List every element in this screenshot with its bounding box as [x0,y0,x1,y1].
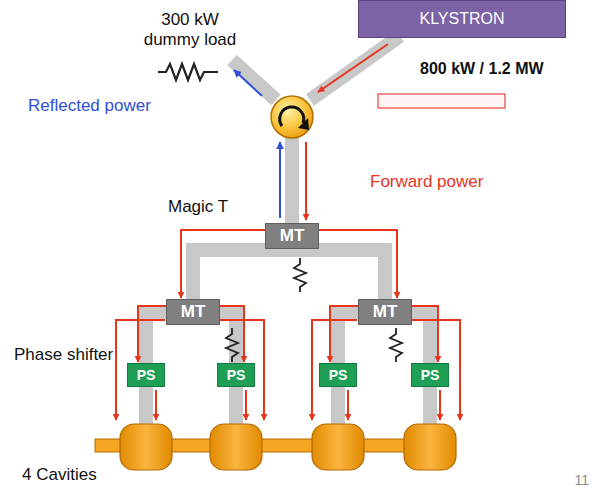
cavity [120,424,456,470]
phase-shifter-box: PS [127,363,165,387]
magic-t-box: MT [166,299,220,325]
forward-arrow [330,306,358,362]
cavities-label: 4 Cavities [22,465,132,485]
box-text: MT [280,226,305,246]
forward-arrow [138,306,166,362]
phase-shifter-box: PS [217,363,255,387]
magic-t-label: Magic T [168,197,258,217]
power-rating: 800 kW / 1.2 MW [420,60,590,78]
klystron-box: KLYSTRON [358,0,566,38]
forward-arrow [220,306,244,362]
box-text: MT [181,302,206,322]
box-text: PS [421,367,440,383]
forward-arrow [181,230,265,298]
circulator [271,96,313,138]
phase-shifter-box: PS [411,363,449,387]
magic-t-box: MT [265,223,319,249]
resistor-symbol [158,64,218,80]
forward-arrow [116,44,460,420]
box-text: PS [227,367,246,383]
reflected-power-label: Reflected power [28,96,188,116]
forward-arrow [319,230,397,298]
phase-shifter-label: Phase shifter [14,345,134,365]
forward-power-label: Forward power [370,172,520,192]
slide-number: 11 [555,472,589,488]
phase-shifter-box: PS [319,363,357,387]
forward-arrow [412,306,438,362]
resistor-symbol [226,258,402,362]
circulator-arrow [298,118,309,130]
note-box [378,94,505,108]
box-text: PS [137,367,156,383]
box-text: MT [373,302,398,322]
box-text: KLYSTRON [419,10,504,28]
dummy-load-label: 300 kW dummy load [140,10,240,49]
reflected-arrow [234,70,280,218]
magic-t-box: MT [358,299,412,325]
circulator-arrow [280,107,304,126]
box-text: PS [329,367,348,383]
